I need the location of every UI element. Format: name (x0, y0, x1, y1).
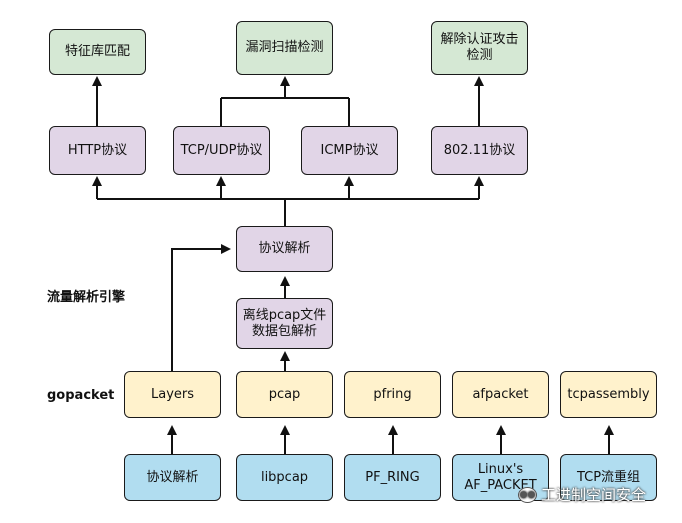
icmp-protocol-box: ICMP协议 (301, 126, 398, 175)
module-afpacket: afpacket (452, 371, 549, 418)
vuln-scan-box: 漏洞扫描检测 (236, 21, 333, 75)
offline-pcap-box: 离线pcap文件数据包解析 (236, 298, 333, 349)
module-pcap: pcap (236, 371, 333, 418)
wifi-80211-protocol-box: 802.11协议 (431, 126, 528, 175)
tcp-udp-protocol-box: TCP/UDP协议 (173, 126, 270, 175)
engine-label: 流量解析引擎 (47, 290, 126, 305)
backend-tcp-reassembly: TCP流重组 (560, 454, 657, 501)
backend-pf-ring: PF_RING (344, 454, 441, 501)
module-layers: Layers (124, 371, 221, 418)
gopacket-label: gopacket (47, 388, 115, 403)
signature-match-box: 特征库匹配 (49, 29, 146, 75)
watermark-text: 工进制空间安全 (541, 486, 647, 504)
module-pfring: pfring (344, 371, 441, 418)
wechat-icon: ●● (518, 486, 537, 503)
backend-protocol-parse: 协议解析 (124, 454, 221, 501)
http-protocol-box: HTTP协议 (49, 126, 146, 175)
backend-libpcap: libpcap (236, 454, 333, 501)
module-tcpassembly: tcpassembly (560, 371, 657, 418)
protocol-parser-box: 协议解析 (236, 226, 333, 272)
watermark: ●● 工进制空间安全 (518, 484, 646, 505)
deauth-detect-box: 解除认证攻击检测 (431, 21, 528, 75)
arrow-layers-to-parser (171, 244, 231, 371)
